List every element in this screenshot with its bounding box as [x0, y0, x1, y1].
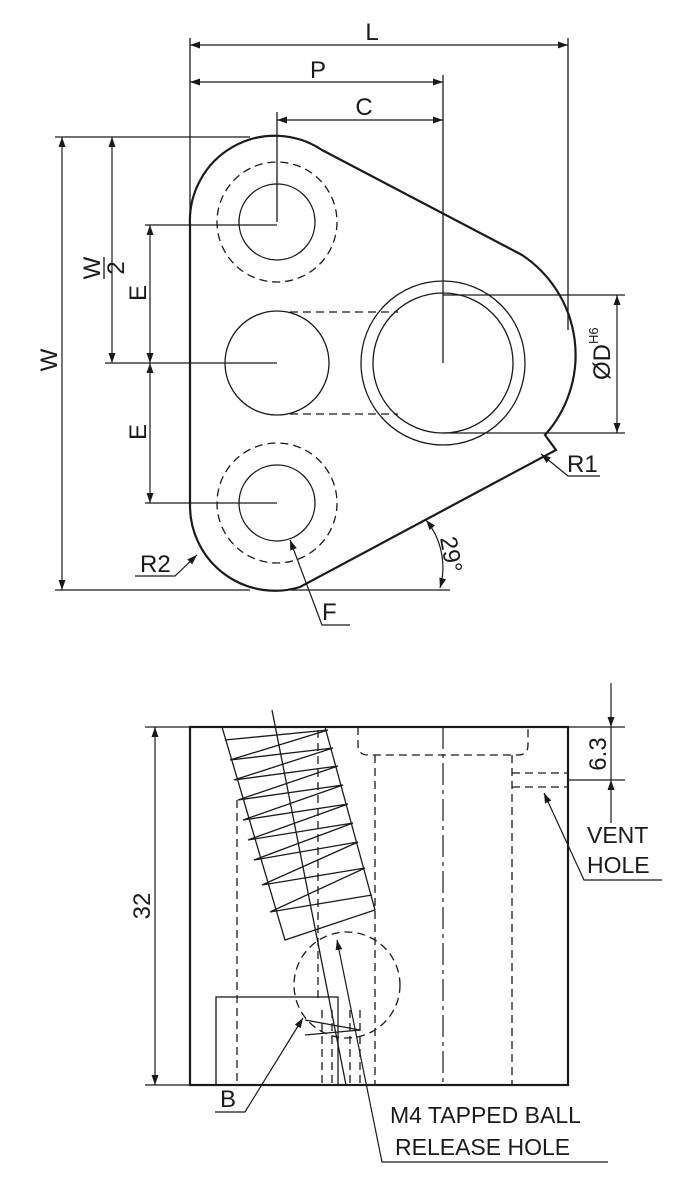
b-leader [215, 1017, 304, 1113]
dim-d-tolerance: H6 [586, 327, 601, 344]
dim-height-label: 32 [129, 893, 156, 920]
angled-hole [221, 726, 376, 941]
vent-leader [543, 792, 662, 881]
release-label-line2: RELEASE HOLE [395, 1134, 570, 1160]
release-label-line1: M4 TAPPED BALL [390, 1102, 581, 1128]
dim-l-label: L [365, 19, 378, 46]
dim-angle-label: 29° [434, 534, 467, 574]
release-leader [335, 939, 608, 1163]
r1-label: R1 [567, 451, 598, 478]
f-label: F [322, 599, 337, 626]
plate-outline [188, 134, 577, 592]
dim-c-label: C [355, 94, 372, 121]
f-leader [289, 539, 350, 626]
dim-w2-numerator: W [79, 256, 106, 279]
dim-e1-label: E [125, 285, 152, 301]
dim-vent-depth-label: 6.3 [585, 737, 612, 770]
dim-e2-label: E [125, 424, 152, 440]
r2-label: R2 [140, 551, 171, 578]
r2-leader [135, 554, 198, 577]
main-bore-hidden [357, 727, 529, 756]
ball [293, 931, 401, 1039]
side-view: 32 6.3 VENT HOLE B M4 TAPPED BALL RELEAS… [129, 683, 662, 1163]
r1-leader [540, 453, 600, 477]
body-outline [188, 725, 570, 1087]
top-hole-counterbore [216, 161, 338, 283]
vent-label-line2: HOLE [587, 852, 650, 878]
thread-hatch [224, 729, 373, 913]
top-view: L P C W W 2 E E ØD H6 R1 R2 [36, 19, 625, 626]
retainer-block [215, 996, 339, 1086]
dim-d-label: ØD [589, 344, 616, 380]
vent-label-line1: VENT [587, 822, 648, 848]
dim-angle-arc [425, 519, 447, 589]
b-label: B [220, 1086, 236, 1113]
dim-p-label: P [310, 57, 326, 84]
dim-w2-denominator: 2 [103, 261, 130, 274]
dim-w-label: W [36, 348, 63, 371]
